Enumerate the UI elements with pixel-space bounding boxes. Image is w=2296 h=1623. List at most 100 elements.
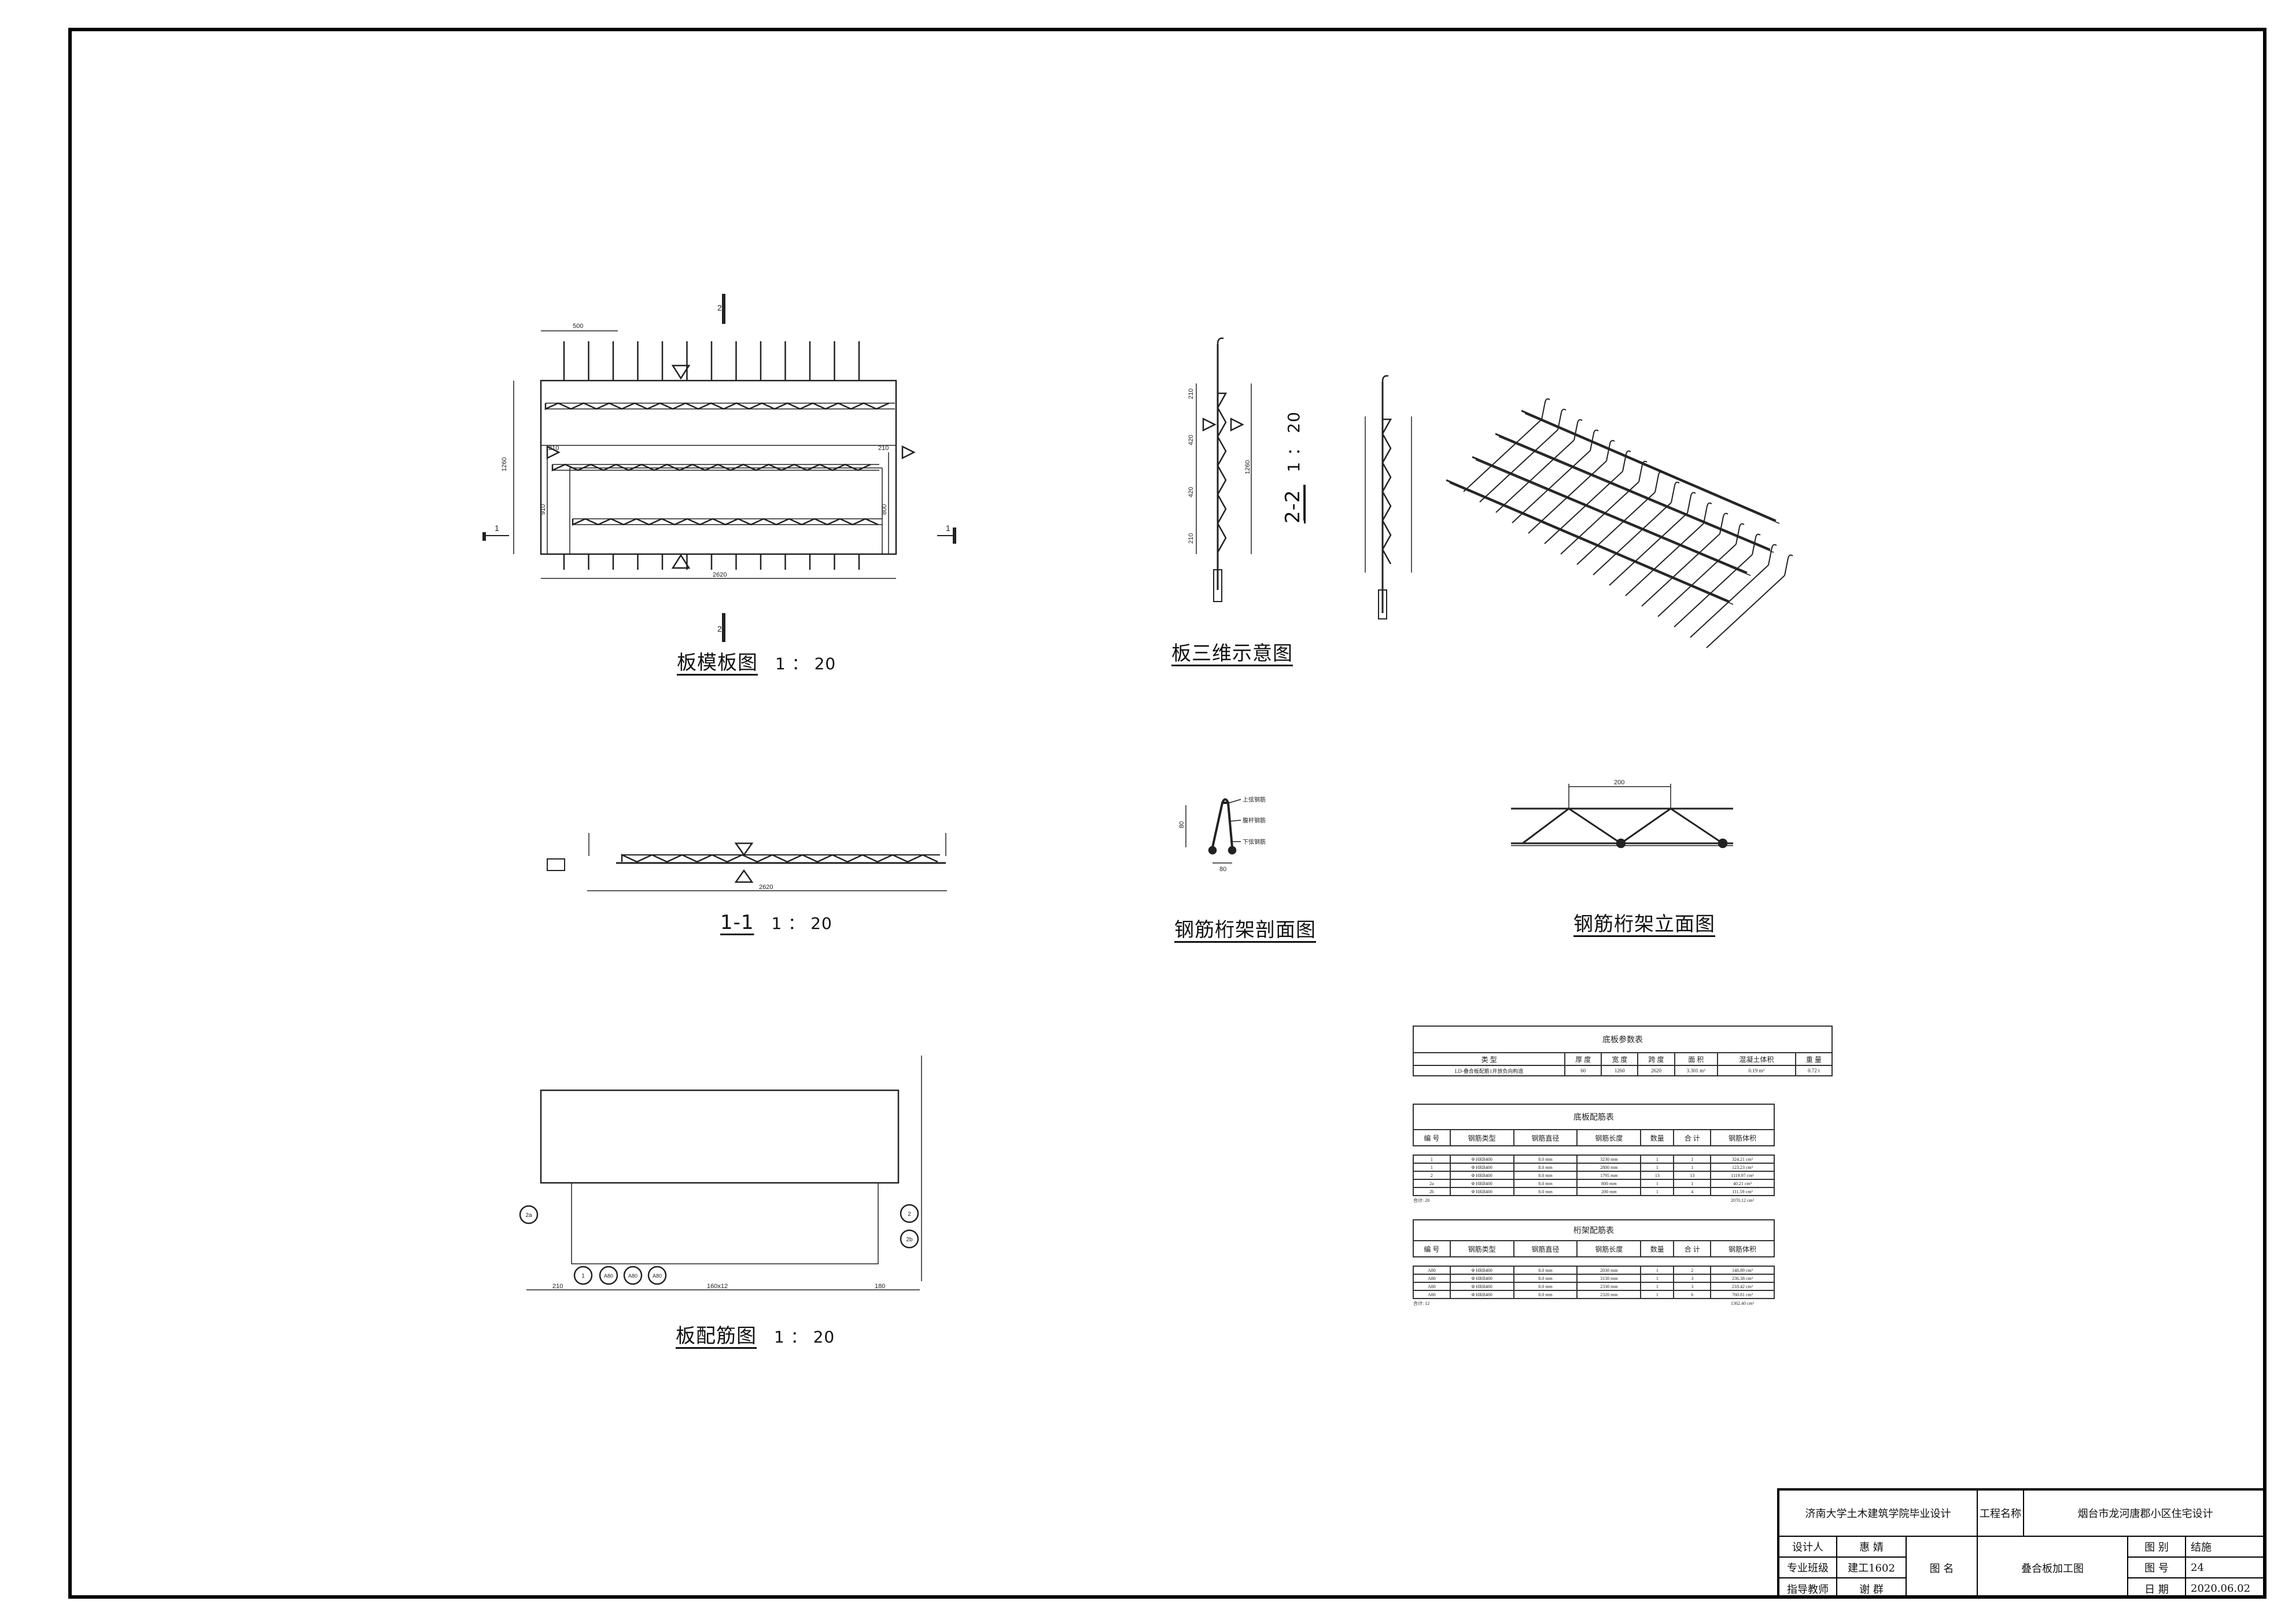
bottom-table-header: 钢筋长度 (1576, 1129, 1642, 1146)
bottom-table-title: 底板配筋表 (1413, 1104, 1775, 1130)
table-cell: 2 (1413, 1171, 1451, 1180)
dim-plan-mid-l: 910 (540, 504, 547, 515)
iso-rebar (1463, 419, 1542, 492)
table-cell: 8.0 mm (1513, 1179, 1578, 1188)
table-cell: A80 (1413, 1290, 1451, 1299)
bottom-table-header: 合 计 (1673, 1129, 1712, 1146)
title-truss-elevation: 钢筋桁架立面图 (1573, 913, 1715, 936)
iso-rebar-hook (1752, 533, 1761, 555)
panel-table-cell: 0.19 m³ (1716, 1065, 1796, 1076)
iso-rebar (1706, 575, 1785, 648)
dim-truss-w: 80 (1219, 866, 1226, 873)
truss-section (1185, 798, 1241, 864)
truss-label-top: 上弦钢筋 (1243, 796, 1266, 803)
table-cell: 2a (1413, 1179, 1451, 1188)
table-cell: 200 mm (1576, 1187, 1642, 1196)
callout-2b-left: 2a (525, 1212, 532, 1219)
dim-rebar-r: 180 (875, 1283, 885, 1290)
table-cell: A80 (1413, 1266, 1451, 1275)
table-cell: Φ HRB400 (1449, 1282, 1514, 1291)
truss-table-header: 钢筋体积 (1710, 1240, 1775, 1257)
plan-truss-web (551, 463, 871, 471)
iso-chord (1449, 482, 1734, 605)
iso-rebar (1479, 429, 1558, 503)
iso-rebar (1641, 533, 1720, 607)
truss-table-title: 桁架配筋表 (1413, 1219, 1775, 1241)
panel-table-header: 类 型 (1412, 1052, 1566, 1066)
dim-truss-top: 200 (1614, 779, 1624, 786)
iso-rebar-hook (1719, 512, 1729, 534)
iso-rebar (1495, 440, 1575, 513)
tb-category: 结施 (2186, 1537, 2266, 1558)
tb-number: 24 (2186, 1558, 2266, 1578)
title-block: 济南大学土木建筑学院毕业设计 工程名称 烟台市龙河唐郡小区住宅设计 设计人 惠 … (1777, 1488, 2266, 1599)
truss-table-header: 编 号 (1413, 1240, 1451, 1257)
table-cell: 8.0 mm (1513, 1171, 1578, 1180)
table-cell: Φ HRB400 (1449, 1290, 1514, 1299)
iso-rebar-hook (1573, 419, 1583, 441)
panel-table-header: 重 量 (1794, 1052, 1833, 1066)
table-cell: 2 (1673, 1266, 1712, 1275)
tb-school: 济南大学土木建筑学院毕业设计 (1779, 1491, 1978, 1537)
iso-rebar-hook (1590, 429, 1599, 451)
table-cell: 236.38 cm³ (1710, 1274, 1775, 1283)
iso-rebar (1576, 492, 1656, 565)
section-mark-1-left: 1 (495, 523, 499, 533)
isometric-view (1446, 398, 1793, 648)
truss-table-header: 钢筋直径 (1513, 1240, 1578, 1257)
table-cell: 3 (1673, 1282, 1712, 1291)
table-cell: A80 (1413, 1282, 1451, 1291)
panel-table-header: 跨 度 (1637, 1052, 1675, 1066)
dim-plan-mid-r: 800 (881, 504, 888, 515)
callout-2: 2 (908, 1211, 911, 1218)
iso-rebar (1609, 512, 1688, 586)
iso-rebar-hook (1671, 481, 1680, 503)
panel-table-header: 面 积 (1674, 1052, 1718, 1066)
table-total-value: 1362.40 cm³ (1730, 1301, 1755, 1306)
table-cell: 8.0 mm (1513, 1266, 1578, 1275)
truss-table-header: 数量 (1640, 1240, 1675, 1257)
truss-label-web: 腹杆钢筋 (1243, 817, 1266, 824)
plan-truss-web (572, 518, 879, 526)
table-cell: 1 (1640, 1154, 1675, 1164)
table-cell: 2030 mm (1576, 1266, 1642, 1275)
table-cell: 8.0 mm (1513, 1154, 1578, 1164)
bottom-table-header: 钢筋直径 (1513, 1129, 1578, 1146)
dim-plan-left: 1260 (501, 458, 508, 471)
callout-a80-1: A80 (604, 1273, 613, 1279)
iso-chord (1521, 410, 1777, 522)
truss-elevation (1511, 784, 1733, 849)
table-cell: 2b (1413, 1187, 1451, 1196)
tb-date: 2020.06.02 (2191, 1583, 2251, 1595)
table-cell: 1 (1640, 1163, 1675, 1172)
table-cell: 3230 mm (1576, 1154, 1642, 1164)
iso-rebar-hook (1703, 502, 1712, 524)
table-cell: 2320 mm (1576, 1290, 1642, 1299)
table-cell: Φ HRB400 (1449, 1179, 1514, 1188)
truss-label-bottom: 下弦钢筋 (1243, 838, 1266, 846)
iso-chord (1495, 433, 1771, 551)
table-cell: 8.0 mm (1513, 1290, 1578, 1299)
iso-chord (1472, 456, 1748, 574)
section-truss-web (1217, 392, 1228, 553)
table-cell: 148.89 cm³ (1710, 1266, 1775, 1275)
panel-table-cell: LD-叠合板配筋1开放负向构造 (1412, 1065, 1566, 1076)
iso-chord (1446, 479, 1730, 603)
dim-plan-inner-r: 210 (878, 445, 889, 452)
table-cell: Φ HRB400 (1449, 1171, 1514, 1180)
tb-designer-label: 设计人 (1779, 1537, 1837, 1558)
table-cell: 1 (1413, 1154, 1451, 1164)
table-cell: 2330 mm (1576, 1282, 1642, 1291)
table-cell: 111.59 cm³ (1710, 1187, 1775, 1196)
panel-parameter-table: 底板参数表 类 型厚 度宽 度跨 度面 积混凝土体积重 量 LD-叠合板配筋1开… (1412, 1026, 1833, 1076)
iso-rebar-hook (1541, 398, 1550, 420)
iso-rebar (1657, 544, 1737, 617)
tb-project-label: 工程名称 (1978, 1491, 2024, 1537)
panel-table-cell: 3.301 m² (1674, 1065, 1718, 1076)
table-cell: 13 (1640, 1171, 1675, 1180)
